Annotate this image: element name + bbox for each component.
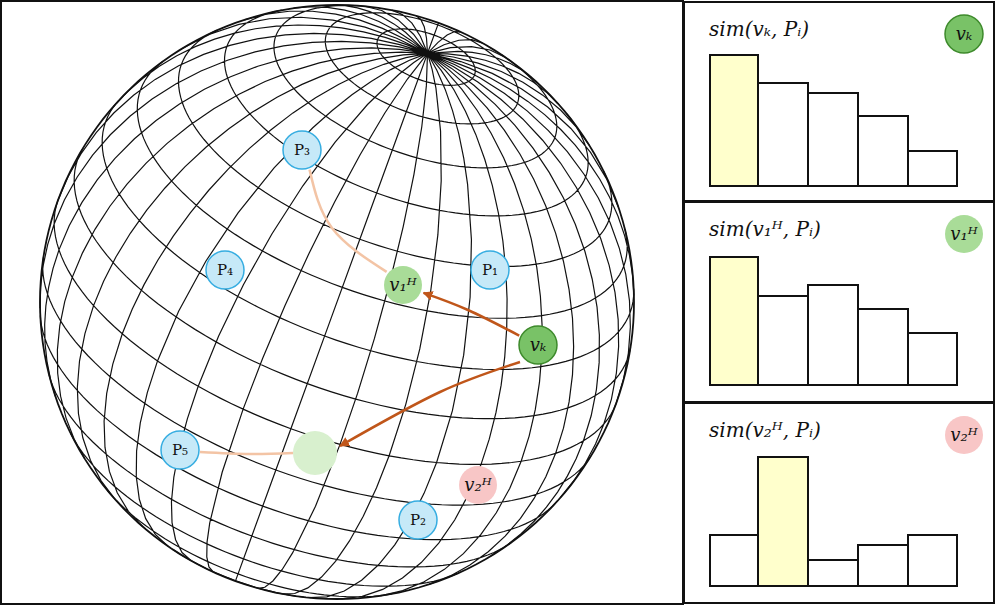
similarity-bar — [908, 535, 957, 586]
node-label: vₖ — [956, 24, 973, 44]
node-label: P₂ — [410, 512, 426, 529]
similarity-bar — [808, 285, 858, 385]
prototype-circle: P₃ — [282, 130, 322, 170]
prototype-circle: P₅ — [160, 430, 200, 470]
move-arrow — [340, 362, 520, 446]
vertex-circle: v₂ᴴ — [458, 465, 498, 505]
node-label: P₃ — [294, 142, 310, 159]
similarity-bar — [808, 93, 858, 186]
node-label: v₂ᴴ — [464, 475, 491, 495]
similarity-bar — [758, 83, 808, 186]
similarity-bar — [710, 535, 758, 586]
similarity-bar — [858, 116, 908, 186]
node-label: v₁ᴴ — [389, 275, 416, 295]
similarity-bar — [908, 151, 957, 186]
badge-circle: v₂ᴴ — [944, 415, 984, 455]
similarity-bar — [758, 296, 808, 385]
similarity-bar — [908, 333, 957, 385]
sphere-grid — [40, 5, 634, 599]
similarity-panel: sim(vₖ, Pᵢ)vₖ — [683, 1, 995, 202]
vertex-circle: vₖ — [518, 325, 558, 365]
prototype-circle: P₄ — [205, 250, 245, 290]
similarity-bar — [858, 309, 908, 385]
similarity-panel: sim(v₂ᴴ, Pᵢ)v₂ᴴ — [683, 402, 995, 604]
projected-point — [293, 431, 337, 475]
prototype-circle: P₂ — [398, 500, 438, 540]
badge-circle: v₁ᴴ — [944, 214, 984, 254]
node-label: P₅ — [172, 442, 188, 459]
node-label: v₁ᴴ — [950, 224, 977, 244]
frame — [1, 1, 683, 604]
node-label: vₖ — [530, 335, 547, 355]
similarity-bar — [858, 545, 908, 586]
node-label: P₄ — [217, 262, 233, 279]
sphere-outline — [40, 5, 634, 599]
similarity-bar — [710, 257, 758, 385]
similarity-panel: sim(v₁ᴴ, Pᵢ)v₁ᴴ — [683, 201, 995, 403]
badge-circle: vₖ — [944, 14, 984, 54]
pull-line — [310, 170, 387, 272]
vertex-circle: v₁ᴴ — [383, 265, 423, 305]
similarity-bar — [758, 457, 808, 586]
panel-title: sim(vₖ, Pᵢ) — [709, 18, 993, 40]
node-label: v₂ᴴ — [950, 425, 977, 445]
similarity-bar — [710, 55, 758, 186]
prototype-circle: P₁ — [470, 250, 510, 290]
move-arrow — [424, 293, 520, 336]
node-label: P₁ — [482, 262, 498, 279]
similarity-bar — [808, 560, 858, 586]
pull-line — [200, 452, 293, 454]
